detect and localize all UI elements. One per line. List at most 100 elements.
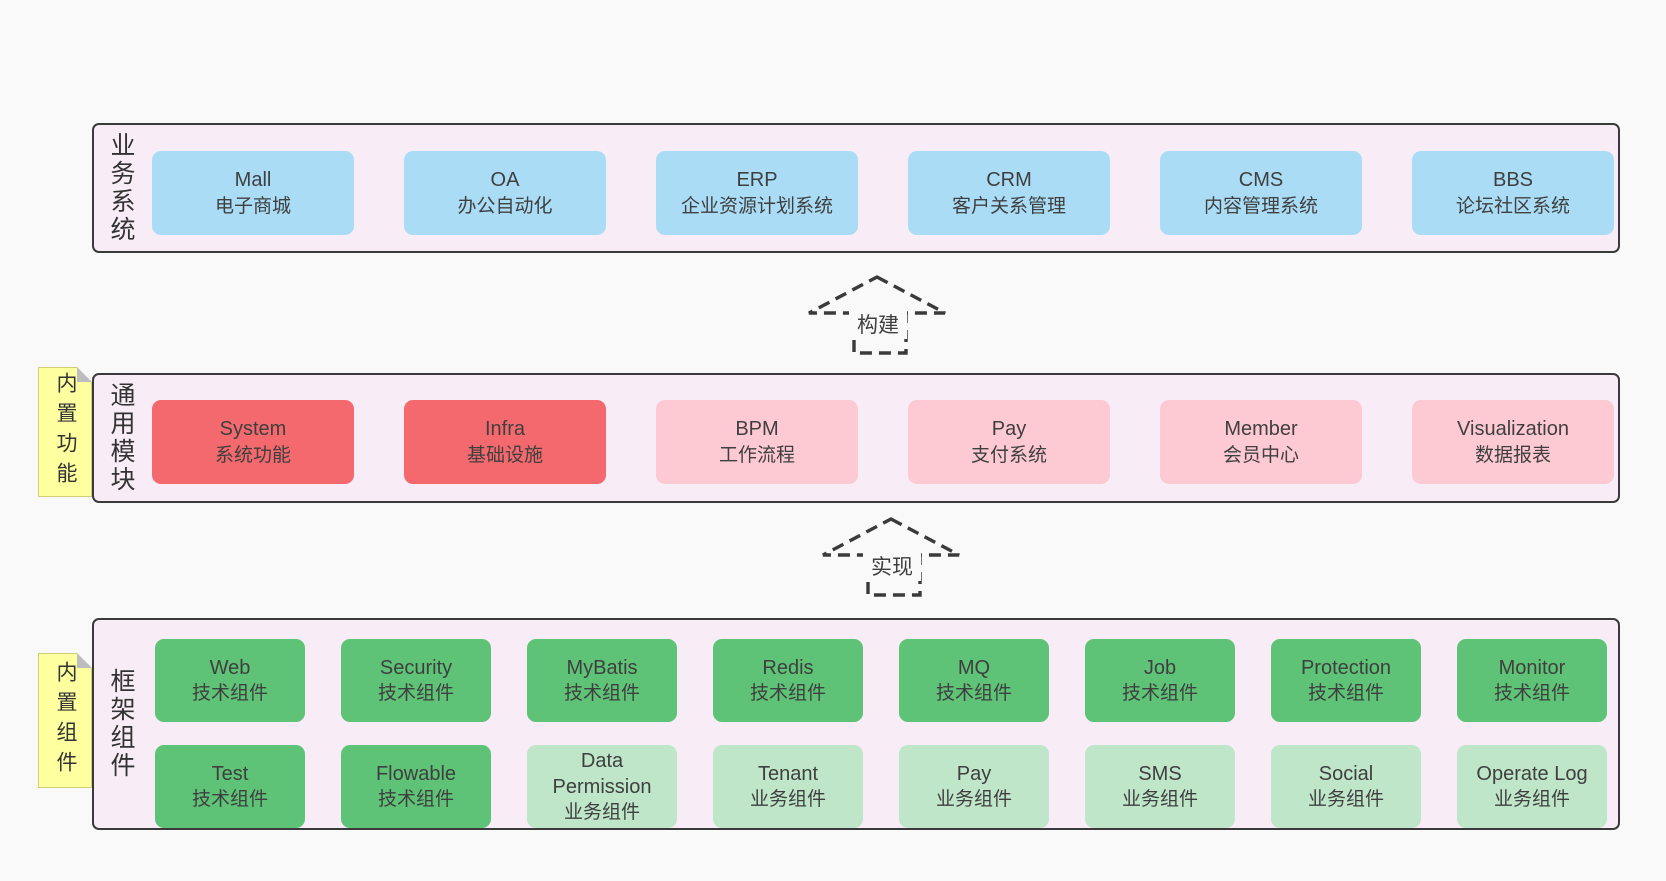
- sticky-tag-builtin-components: 内置组件: [38, 653, 92, 788]
- box-title: Operate Log: [1476, 762, 1588, 785]
- box-title: Tenant: [757, 762, 819, 785]
- sticky-tag-label: 内置组件: [54, 660, 77, 781]
- box-monitor: Monitor 技术组件: [1457, 639, 1607, 722]
- arrow-label-background: [863, 549, 921, 581]
- box-infra: Infra 基础设施: [404, 400, 606, 484]
- box-subtitle: 技术组件: [377, 683, 454, 705]
- box-subtitle: 技术组件: [191, 683, 268, 705]
- box-subtitle: 技术组件: [935, 683, 1012, 705]
- box-subtitle: 办公自动化: [457, 195, 553, 217]
- box-title: ERP: [736, 169, 778, 192]
- box-title: Flowable: [375, 762, 457, 785]
- box-title: CMS: [1238, 169, 1284, 192]
- box-subtitle: 数据报表: [1474, 444, 1551, 466]
- box-subtitle: 技术组件: [1493, 683, 1570, 705]
- box-subtitle: 技术组件: [377, 789, 454, 811]
- box-subtitle: 电子商城: [214, 195, 291, 217]
- box-operate-log: Operate Log 业务组件: [1457, 745, 1607, 828]
- arrow-implement: 实现: [822, 517, 960, 597]
- box-oa: OA 办公自动化: [404, 151, 606, 235]
- box-title: Redis: [762, 656, 814, 679]
- box-bbs: BBS 论坛社区系统: [1412, 151, 1614, 235]
- box-subtitle: 企业资源计划系统: [680, 195, 833, 217]
- box-mq: MQ 技术组件: [899, 639, 1049, 722]
- layer-title-business-systems: 业务系统: [107, 132, 135, 244]
- box-subtitle: 技术组件: [1121, 683, 1198, 705]
- box-title: Infra: [484, 418, 526, 441]
- box-pay-module: Pay 支付系统: [908, 400, 1110, 484]
- box-title: CRM: [986, 169, 1032, 192]
- box-subtitle: 工作流程: [718, 444, 795, 466]
- box-mybatis: MyBatis 技术组件: [527, 639, 677, 722]
- box-security: Security 技术组件: [341, 639, 491, 722]
- box-title: System: [219, 418, 287, 441]
- box-title: Pay: [956, 762, 992, 785]
- layer-business-systems: 业务系统 Mall 电子商城 OA 办公自动化 ERP 企业资源计划系统 CRM…: [92, 123, 1620, 253]
- layer-title-framework-components: 框架组件: [107, 668, 135, 780]
- box-subtitle: 内容管理系统: [1203, 195, 1318, 217]
- box-title: Visualization: [1457, 418, 1569, 441]
- box-tenant: Tenant 业务组件: [713, 745, 863, 828]
- box-erp: ERP 企业资源计划系统: [656, 151, 858, 235]
- box-subtitle: 支付系统: [970, 444, 1047, 466]
- box-subtitle: 技术组件: [563, 683, 640, 705]
- box-job: Job 技术组件: [1085, 639, 1235, 722]
- box-title: Social: [1318, 762, 1374, 785]
- box-bpm: BPM 工作流程: [656, 400, 858, 484]
- box-subtitle: 业务组件: [1493, 789, 1570, 811]
- components-box-grid: Web 技术组件 Security 技术组件 MyBatis 技术组件 Redi…: [155, 639, 1607, 828]
- layer-title-common-modules: 通用模块: [107, 382, 135, 494]
- box-title: Member: [1224, 418, 1298, 441]
- modules-box-row: System 系统功能 Infra 基础设施 BPM 工作流程 Pay 支付系统…: [152, 400, 1614, 484]
- box-title: Protection: [1300, 656, 1392, 679]
- box-mall: Mall 电子商城: [152, 151, 354, 235]
- box-title: Security: [379, 656, 453, 679]
- box-title: SMS: [1138, 762, 1182, 785]
- box-flowable: Flowable 技术组件: [341, 745, 491, 828]
- box-title: Monitor: [1498, 656, 1566, 679]
- box-title: Mall: [234, 169, 272, 192]
- sticky-tag-label: 内置功能: [54, 372, 77, 492]
- box-system: System 系统功能: [152, 400, 354, 484]
- box-title: OA: [490, 169, 520, 192]
- box-subtitle: 业务组件: [563, 802, 640, 824]
- box-protection: Protection 技术组件: [1271, 639, 1421, 722]
- box-pay-component: Pay 业务组件: [899, 745, 1049, 828]
- box-subtitle: 业务组件: [1307, 789, 1384, 811]
- box-title: Pay: [991, 418, 1027, 441]
- box-redis: Redis 技术组件: [713, 639, 863, 722]
- box-crm: CRM 客户关系管理: [908, 151, 1110, 235]
- box-subtitle: 基础设施: [466, 444, 543, 466]
- sticky-tag-builtin-features: 内置功能: [38, 367, 92, 497]
- box-title: Data Permission: [552, 749, 652, 798]
- box-social: Social 业务组件: [1271, 745, 1421, 828]
- layer-common-modules: 通用模块 System 系统功能 Infra 基础设施 BPM 工作流程 Pay…: [92, 373, 1620, 503]
- box-sms: SMS 业务组件: [1085, 745, 1235, 828]
- box-subtitle: 技术组件: [191, 789, 268, 811]
- box-subtitle: 业务组件: [935, 789, 1012, 811]
- arrow-label-background: [849, 307, 907, 339]
- box-subtitle: 业务组件: [1121, 789, 1198, 811]
- box-title: BPM: [735, 418, 779, 441]
- business-box-row: Mall 电子商城 OA 办公自动化 ERP 企业资源计划系统 CRM 客户关系…: [152, 151, 1614, 235]
- box-subtitle: 系统功能: [214, 444, 291, 466]
- box-title: Job: [1143, 656, 1177, 679]
- arrow-build-label: 构建: [857, 314, 899, 337]
- arrow-implement-label: 实现: [871, 556, 913, 579]
- arrow-implement-outline: [822, 517, 960, 597]
- box-title: MQ: [957, 656, 991, 679]
- box-title: MyBatis: [566, 656, 638, 679]
- box-title: Test: [211, 762, 249, 785]
- box-member: Member 会员中心: [1160, 400, 1362, 484]
- folded-corner: [77, 367, 92, 382]
- box-data-permission: Data Permission 业务组件: [527, 745, 677, 828]
- box-subtitle: 客户关系管理: [951, 195, 1066, 217]
- box-cms: CMS 内容管理系统: [1160, 151, 1362, 235]
- box-web: Web 技术组件: [155, 639, 305, 722]
- arrow-build-outline: [808, 275, 946, 355]
- folded-corner: [77, 653, 92, 668]
- box-test: Test 技术组件: [155, 745, 305, 828]
- box-subtitle: 技术组件: [1307, 683, 1384, 705]
- box-subtitle: 论坛社区系统: [1455, 195, 1570, 217]
